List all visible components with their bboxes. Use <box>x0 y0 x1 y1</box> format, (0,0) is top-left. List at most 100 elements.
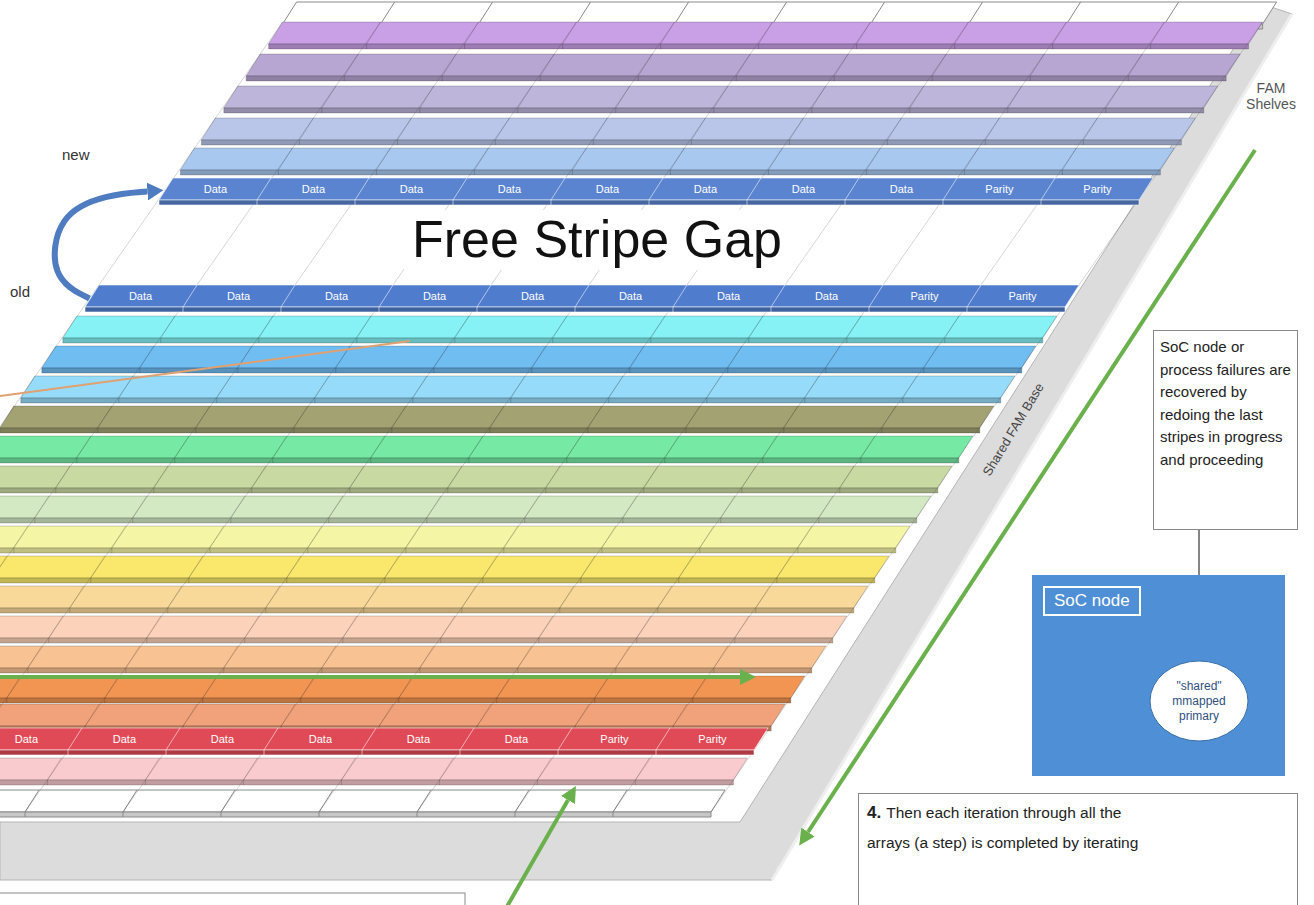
data-label: Data <box>505 733 528 745</box>
callout-box: SoC node or process failures are recover… <box>1153 330 1298 530</box>
data-label: Data <box>227 290 250 302</box>
column-line <box>0 22 381 812</box>
cell-divider <box>515 790 529 817</box>
rewrite-arrow <box>55 192 148 299</box>
column-line <box>417 22 969 812</box>
cell-divider <box>477 285 491 312</box>
stripe-edge <box>0 608 854 613</box>
cell-divider <box>1128 54 1142 81</box>
stripe-edge <box>0 578 875 583</box>
new-label: new <box>62 146 90 163</box>
cell-divider <box>747 178 761 205</box>
column-line <box>319 22 871 812</box>
stripe-edge <box>0 668 812 673</box>
data-label: Data <box>211 733 234 745</box>
data-label: Data <box>498 183 521 195</box>
cell-divider <box>955 22 969 49</box>
progress-arrow <box>0 675 740 679</box>
stripe-face <box>0 676 805 698</box>
cell-divider <box>857 22 871 49</box>
cell-divider <box>322 86 336 113</box>
cell-divider <box>344 54 358 81</box>
cell-divider <box>869 285 883 312</box>
step-text: Then each iteration through all the arra… <box>867 804 1138 851</box>
cell-divider <box>759 22 773 49</box>
cell-divider <box>613 790 627 817</box>
data-label: Data <box>717 290 740 302</box>
cell-divider <box>943 178 957 205</box>
cell-divider <box>967 285 981 312</box>
ellipse-text: "shared" mmapped primary <box>1162 679 1236 724</box>
stripe-face <box>0 646 826 668</box>
column-line <box>123 22 675 812</box>
cell-divider <box>736 54 750 81</box>
stripe-face <box>0 616 847 638</box>
cell-divider <box>673 285 687 312</box>
column-line <box>221 22 773 812</box>
step-text-block: 4.Then each iteration through all the ar… <box>867 798 1167 858</box>
cell-divider <box>575 285 589 312</box>
cell-divider <box>518 86 532 113</box>
data-label: Data <box>129 290 152 302</box>
cell-divider <box>540 54 554 81</box>
cell-divider <box>649 178 663 205</box>
cell-divider <box>1106 86 1120 113</box>
cell-divider <box>551 178 565 205</box>
cell-divider <box>420 86 434 113</box>
stripe-face <box>0 526 910 548</box>
data-label: Data <box>325 290 348 302</box>
step-number: 4. <box>867 803 881 822</box>
cell-divider <box>355 178 369 205</box>
data-label: Data <box>309 733 332 745</box>
data-label: Data <box>521 290 544 302</box>
cell-divider <box>379 285 393 312</box>
cell-divider <box>281 285 295 312</box>
cell-divider <box>558 728 572 755</box>
data-label: Data <box>792 183 815 195</box>
stripe-edge <box>0 812 711 817</box>
stripe-edge <box>0 548 896 553</box>
data-label: Data <box>113 733 136 745</box>
parity-label: Parity <box>985 183 1013 195</box>
pointer-arrow <box>505 800 568 905</box>
parity-label: Parity <box>698 733 726 745</box>
column-line <box>25 22 577 812</box>
cell-divider <box>714 86 728 113</box>
stripe-face <box>0 436 973 458</box>
cell-divider <box>417 790 431 817</box>
cell-divider <box>362 728 376 755</box>
cell-divider <box>1008 86 1022 113</box>
stripe-edge <box>0 518 917 523</box>
stripe-face <box>0 586 868 608</box>
note-box <box>0 893 465 905</box>
cell-divider <box>25 790 39 817</box>
cell-divider <box>932 54 946 81</box>
stripe-face <box>0 728 768 750</box>
cell-divider <box>123 790 137 817</box>
cell-divider <box>638 54 652 81</box>
cell-divider <box>661 22 675 49</box>
data-label: Data <box>619 290 642 302</box>
cell-divider <box>319 790 333 817</box>
cell-divider <box>910 86 924 113</box>
node-panel: SoC node "shared" mmapped primary <box>1032 575 1285 776</box>
parity-label: Parity <box>910 290 938 302</box>
cell-divider <box>166 728 180 755</box>
cell-divider <box>257 178 271 205</box>
data-label: Data <box>694 183 717 195</box>
cell-divider <box>68 728 82 755</box>
gap-label: Free Stripe Gap <box>404 210 790 270</box>
cell-divider <box>656 728 670 755</box>
parity-label: Parity <box>1083 183 1111 195</box>
panel-heading: SoC node <box>1043 586 1141 616</box>
data-label: Data <box>204 183 227 195</box>
stripe-edge <box>0 458 959 463</box>
cell-divider <box>465 22 479 49</box>
cell-divider <box>1151 22 1165 49</box>
cell-divider <box>563 22 577 49</box>
cell-divider <box>812 86 826 113</box>
column-line <box>515 22 1067 812</box>
data-label: Data <box>423 290 446 302</box>
stripe-face <box>0 556 889 578</box>
old-label: old <box>10 283 30 300</box>
